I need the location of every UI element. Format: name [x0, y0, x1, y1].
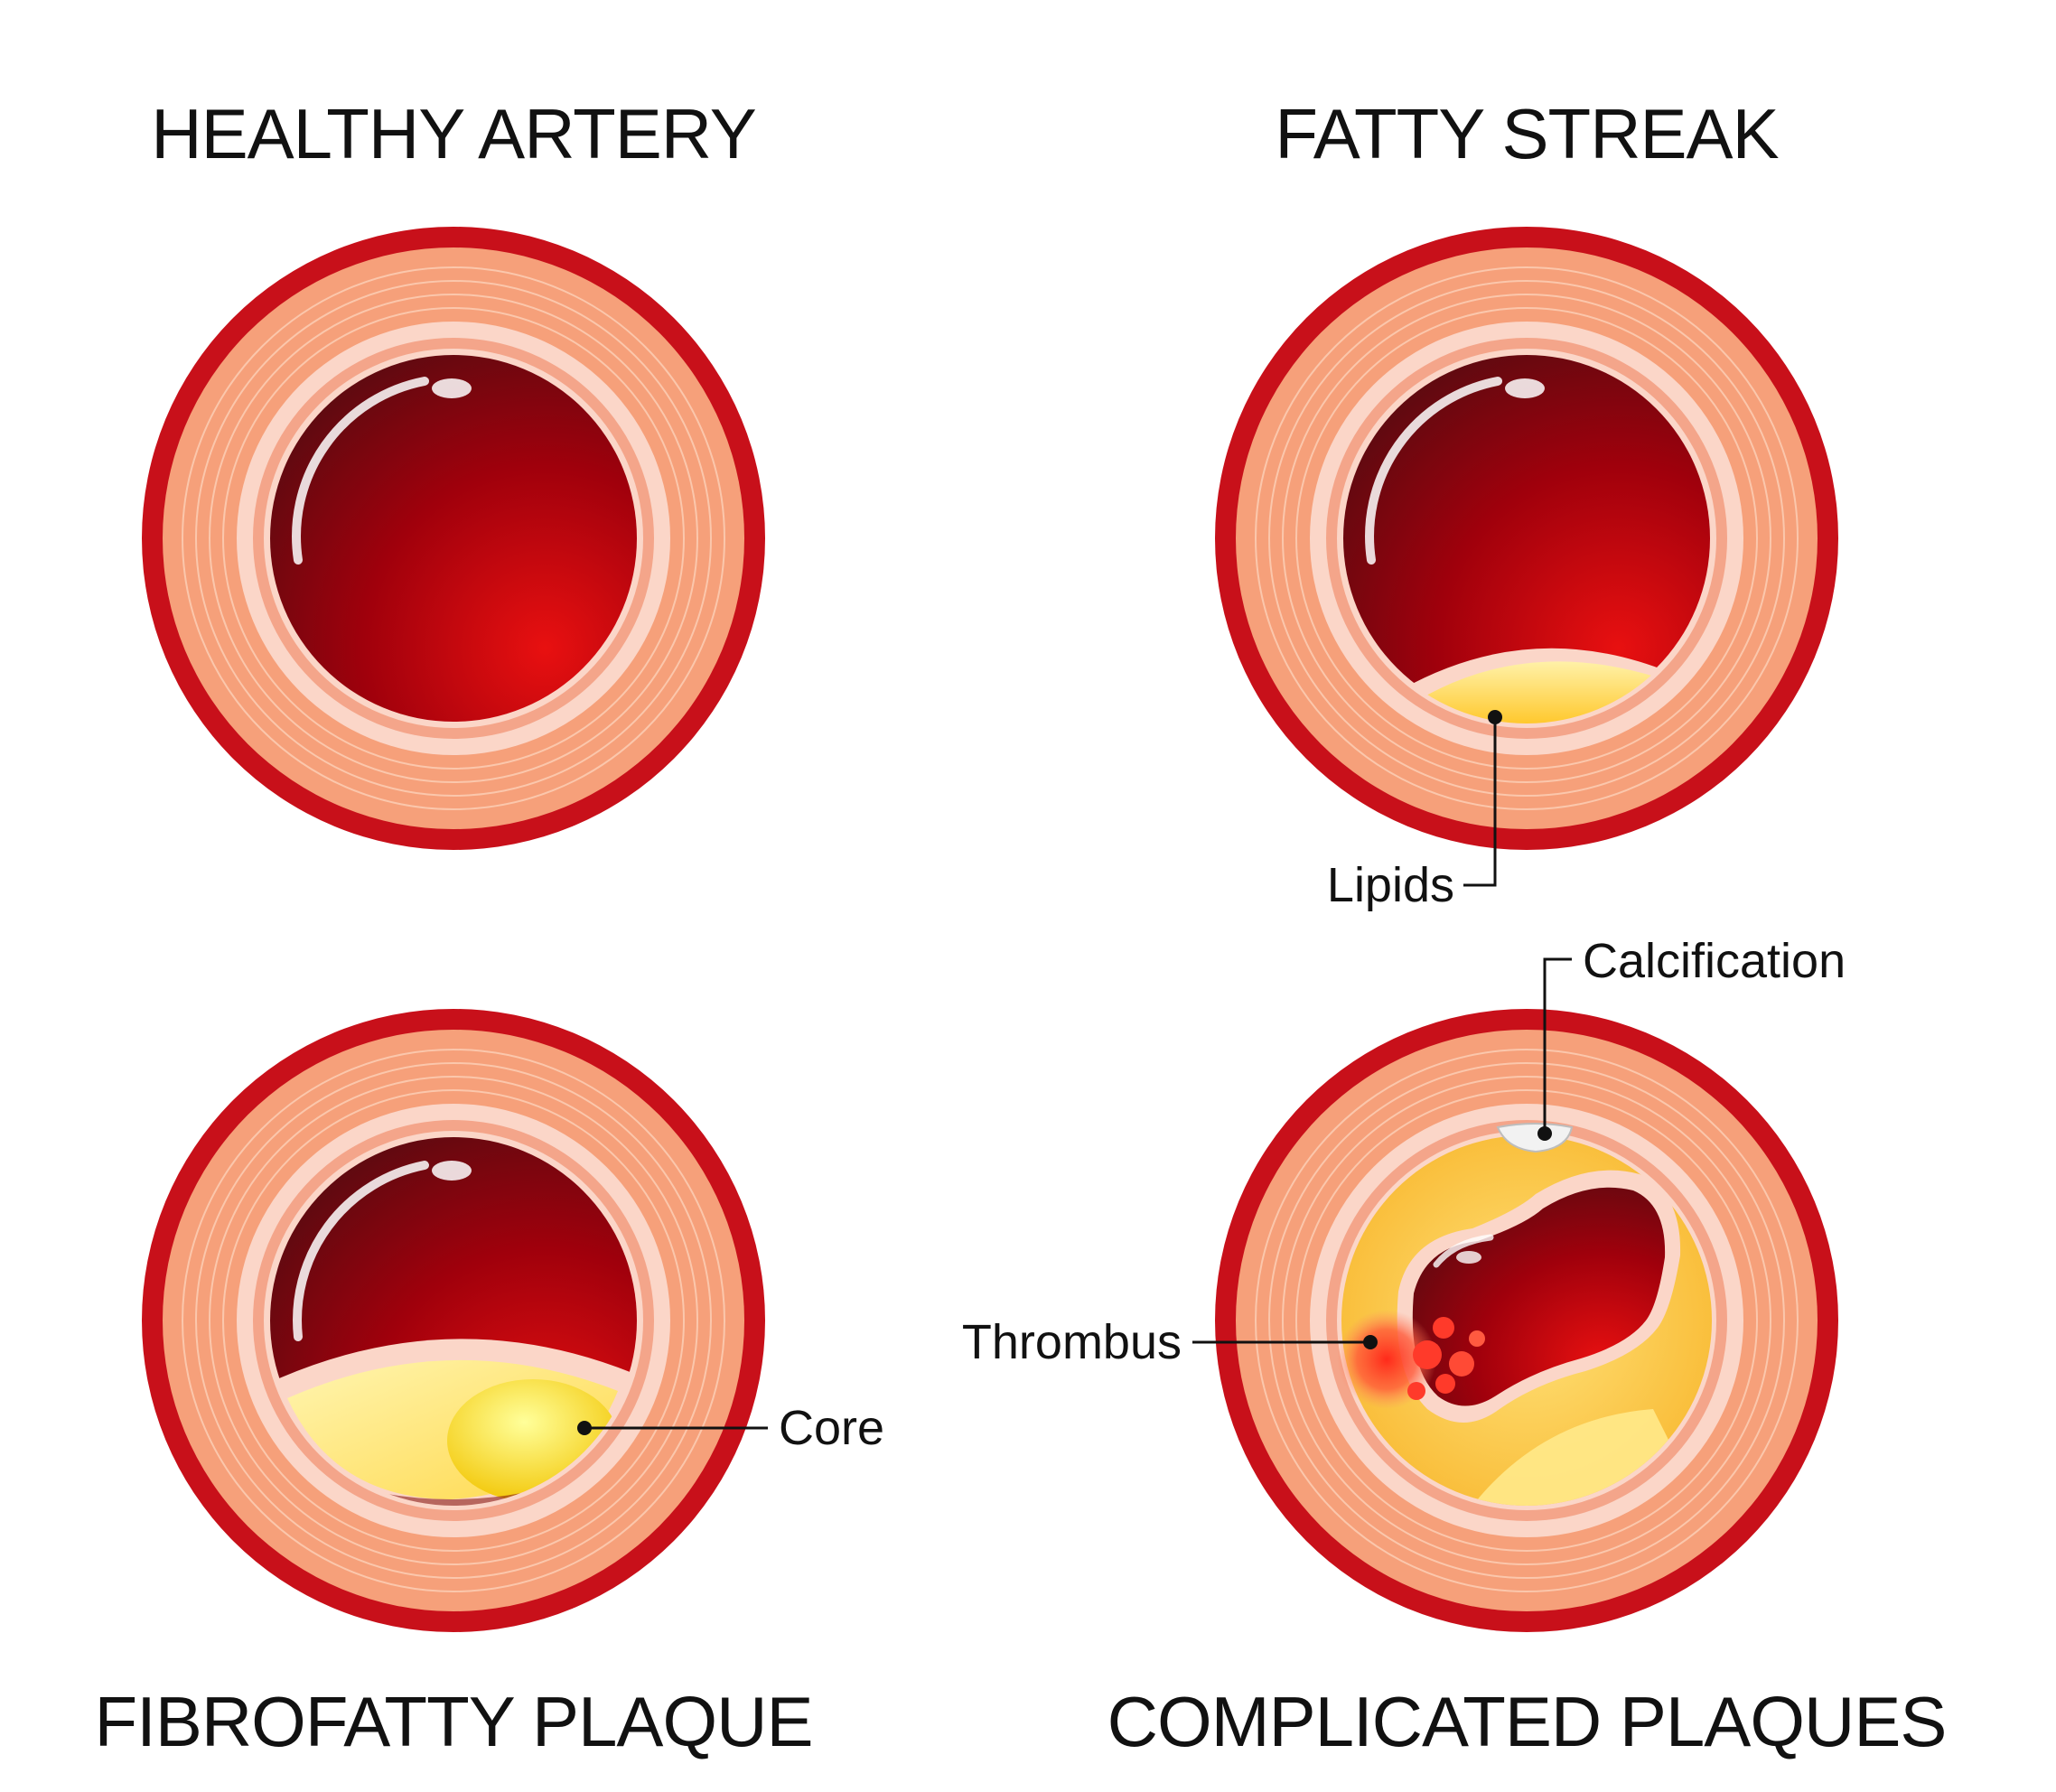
panel-fibrofatty-plaque: Core FIBROFATTY PLAQUE: [95, 1009, 884, 1761]
lumen-glint: [432, 1161, 472, 1181]
lumen-glint: [1505, 378, 1545, 398]
callout-label-lipids: Lipids: [1327, 858, 1454, 912]
muscle-fibers: [182, 1049, 725, 1592]
panel-title-fibrofatty: FIBROFATTY PLAQUE: [95, 1682, 813, 1761]
artery-cross-section-fatty-streak: [1215, 227, 1838, 850]
lumen-blood: [270, 355, 637, 722]
lumen-highlight: [1365, 377, 1502, 565]
muscle-fibers: [1255, 266, 1799, 810]
callout-label-core: Core: [779, 1401, 884, 1455]
lumen-blood: [1343, 355, 1710, 722]
callout-calcification: Calcification: [1537, 934, 1846, 1141]
thrombus: [1337, 1310, 1485, 1409]
muscle-fibers: [182, 266, 725, 810]
lumen-highlight: [292, 377, 429, 565]
callout-label-calcification: Calcification: [1583, 934, 1846, 988]
muscle-fibers: [1255, 1049, 1799, 1592]
panel-title-fatty-streak: FATTY STREAK: [1275, 94, 1779, 173]
artery-cross-section-complicated: [1215, 1009, 1838, 1632]
artery-cross-section-healthy: [142, 227, 765, 850]
leader-line: [1463, 717, 1497, 887]
panel-title-healthy: HEALTHY ARTERY: [151, 94, 756, 173]
panel-title-complicated: COMPLICATED PLAQUES: [1107, 1682, 1947, 1761]
lumen-highlight: [1433, 1234, 1494, 1268]
lumen-glint: [1456, 1251, 1481, 1264]
panel-healthy-artery: HEALTHY ARTERY: [142, 94, 765, 850]
artery-cross-section-fibrofatty: [142, 1009, 765, 1632]
callout-lipids: Lipids: [1327, 710, 1502, 912]
panel-fatty-streak: FATTY STREAK Lipids: [1215, 94, 1838, 912]
callout-label-thrombus: Thrombus: [962, 1315, 1182, 1369]
lumen-glint: [432, 378, 472, 398]
leader-line: [1543, 957, 1572, 1134]
lumen-highlight: [293, 1161, 429, 1341]
panel-complicated-plaques: Calcification Thrombus COMPLICATED PLAQU…: [962, 934, 1947, 1761]
callout-thrombus: Thrombus: [962, 1315, 1378, 1369]
calcification-deposit: [1496, 1123, 1574, 1153]
callout-core: Core: [577, 1401, 884, 1455]
